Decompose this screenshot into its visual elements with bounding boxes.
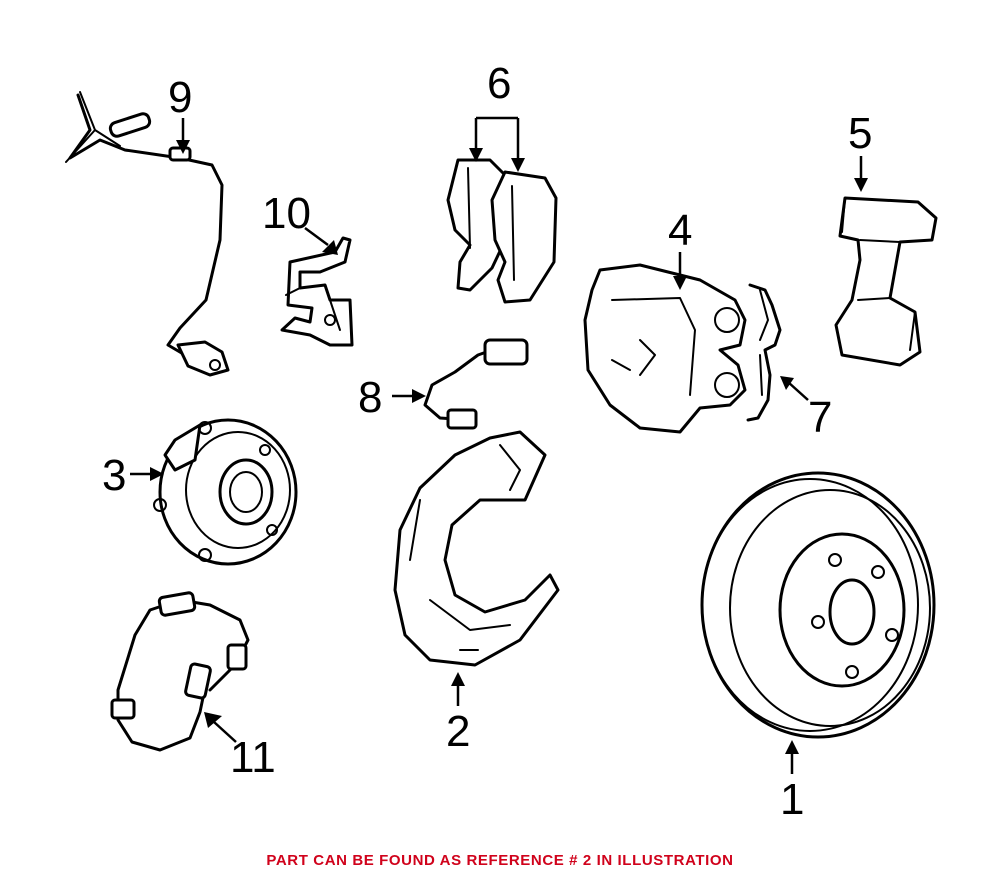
part-5-caliper-carrier (834, 196, 938, 367)
part-3-wheel-hub (153, 418, 298, 566)
callout-3-label: 3 (102, 451, 126, 500)
callout-9-label: 9 (168, 73, 192, 122)
callout-4: 4 (668, 206, 692, 290)
callout-2: 2 (446, 672, 470, 756)
part-4-caliper (583, 263, 747, 434)
part-1-brake-rotor (700, 471, 936, 739)
callout-3: 3 (102, 451, 164, 500)
callout-6-label: 6 (487, 59, 511, 108)
part-8-wear-sensor (423, 338, 529, 430)
part-9-speed-sensor (65, 91, 230, 377)
part-7-spring (746, 283, 782, 422)
callout-5-label: 5 (848, 109, 872, 158)
callout-4-label: 4 (668, 206, 692, 255)
callout-10-label: 10 (262, 189, 311, 238)
callout-2-label: 2 (446, 707, 470, 756)
callout-1-label: 1 (780, 775, 804, 824)
footer-note: PART CAN BE FOUND AS REFERENCE # 2 IN IL… (266, 852, 734, 869)
callout-1: 1 (780, 740, 804, 824)
callout-11: 11 (204, 712, 276, 782)
callout-9: 9 (168, 73, 192, 154)
callout-7-label: 7 (808, 393, 832, 442)
part-10-clip (280, 236, 354, 347)
callout-6: 6 (469, 59, 525, 172)
part-11-brake-hose (110, 591, 250, 752)
callout-11-label: 11 (230, 733, 276, 782)
callout-5: 5 (848, 109, 872, 192)
callout-10: 10 (262, 189, 338, 255)
part-2-dust-shield (393, 430, 560, 667)
callout-8-label: 8 (358, 373, 382, 422)
part-6-brake-pads (446, 158, 558, 304)
callout-7: 7 (780, 376, 832, 442)
callout-8: 8 (358, 373, 426, 422)
